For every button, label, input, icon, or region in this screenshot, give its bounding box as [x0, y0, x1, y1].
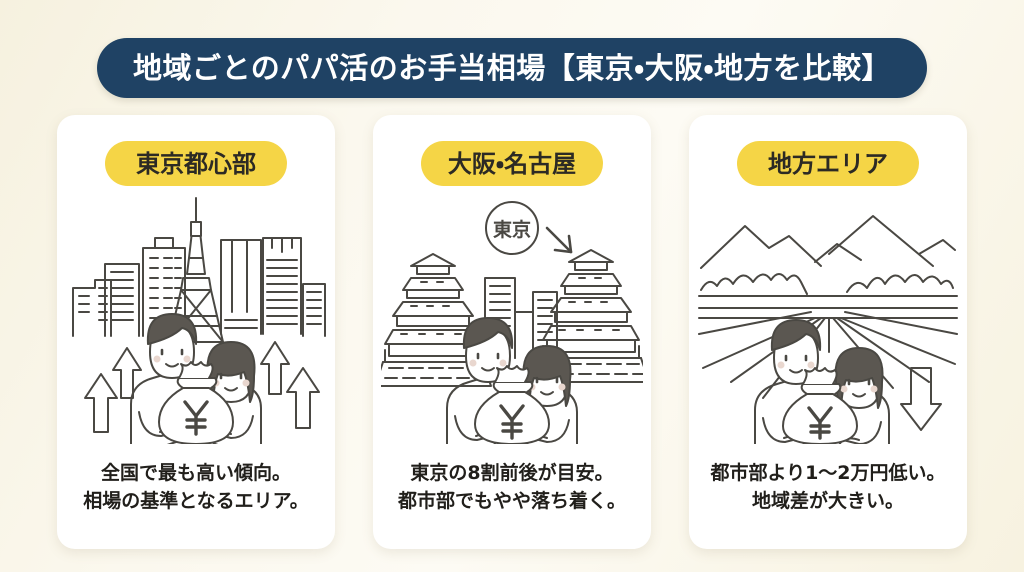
up-arrow-left-outer — [84, 373, 118, 433]
card-osaka-illustration: 東京 — [381, 192, 643, 444]
yen-symbol — [183, 400, 209, 436]
yen-symbol — [807, 406, 833, 440]
tokyo-badge-text: 東京 — [493, 218, 531, 241]
person-man — [754, 319, 822, 444]
title-banner: 地域ごとのパパ活のお手当相場【東京・大阪・地方を比較】 — [97, 38, 927, 98]
card-tokyo-caption-line1: 全国で最も高い傾向。 — [100, 461, 291, 484]
building-left-tall — [104, 263, 140, 337]
card-tokyo-badge: 東京都心部 — [105, 141, 287, 186]
card-rural-badge: 地方エリア — [737, 141, 919, 186]
card-rural-illustration — [697, 192, 959, 444]
person-woman — [516, 345, 578, 444]
card-rural-badge-label: 地方エリア — [768, 149, 888, 178]
card-tokyo-caption-line2: 相場の基準となるエリア。 — [83, 489, 309, 512]
card-tokyo-illustration — [65, 192, 327, 444]
building-far-right — [302, 283, 326, 337]
card-tokyo-caption: 全国で最も高い傾向。 相場の基準となるエリア。 — [57, 459, 335, 515]
yen-symbol — [499, 404, 525, 440]
rice-fields-icon — [698, 295, 958, 399]
up-arrow-right-outer — [286, 367, 320, 429]
card-tokyo-badge-label: 東京都心部 — [136, 149, 256, 178]
card-rural-caption-line1: 都市部より1〜2万円低い。 — [710, 461, 946, 484]
card-rural-caption-line2: 地域差が大きい。 — [751, 489, 904, 512]
building-right-tall-b — [262, 237, 302, 335]
down-right-arrow-icon — [545, 226, 573, 254]
up-arrow-right-inner — [260, 341, 290, 395]
person-man — [130, 313, 198, 444]
mountains-icon — [700, 215, 956, 269]
card-rural-caption: 都市部より1〜2万円低い。 地域差が大きい。 — [689, 459, 967, 515]
tokyo-circle-badge: 東京 — [485, 201, 539, 255]
card-osaka-caption: 東京の8割前後が目安。 都市部でもやや落ち着く。 — [373, 459, 651, 515]
card-osaka-nagoya: 大阪・名古屋 東京 — [373, 115, 651, 549]
building-mid-left — [142, 237, 186, 337]
card-rural: 地方エリア — [689, 115, 967, 549]
building-far-left — [72, 279, 112, 337]
card-tokyo: 東京都心部 — [57, 115, 335, 549]
money-bag-yen-icon — [474, 365, 550, 444]
down-arrow-icon — [900, 367, 942, 431]
card-osaka-badge-label: 大阪・名古屋 — [447, 149, 577, 178]
comparison-card-row: 東京都心部 — [57, 115, 967, 549]
up-arrow-left-inner — [112, 347, 142, 399]
card-osaka-badge: 大阪・名古屋 — [421, 141, 603, 186]
card-osaka-caption-line2: 都市部でもやや落ち着く。 — [397, 489, 626, 512]
treeline-icon — [700, 273, 954, 295]
money-bag-yen-icon — [782, 367, 858, 444]
card-osaka-caption-line1: 東京の8割前後が目安。 — [410, 461, 614, 484]
page-title: 地域ごとのパパ活のお手当相場【東京・大阪・地方を比較】 — [133, 50, 891, 85]
building-right-tall-a — [220, 239, 262, 335]
